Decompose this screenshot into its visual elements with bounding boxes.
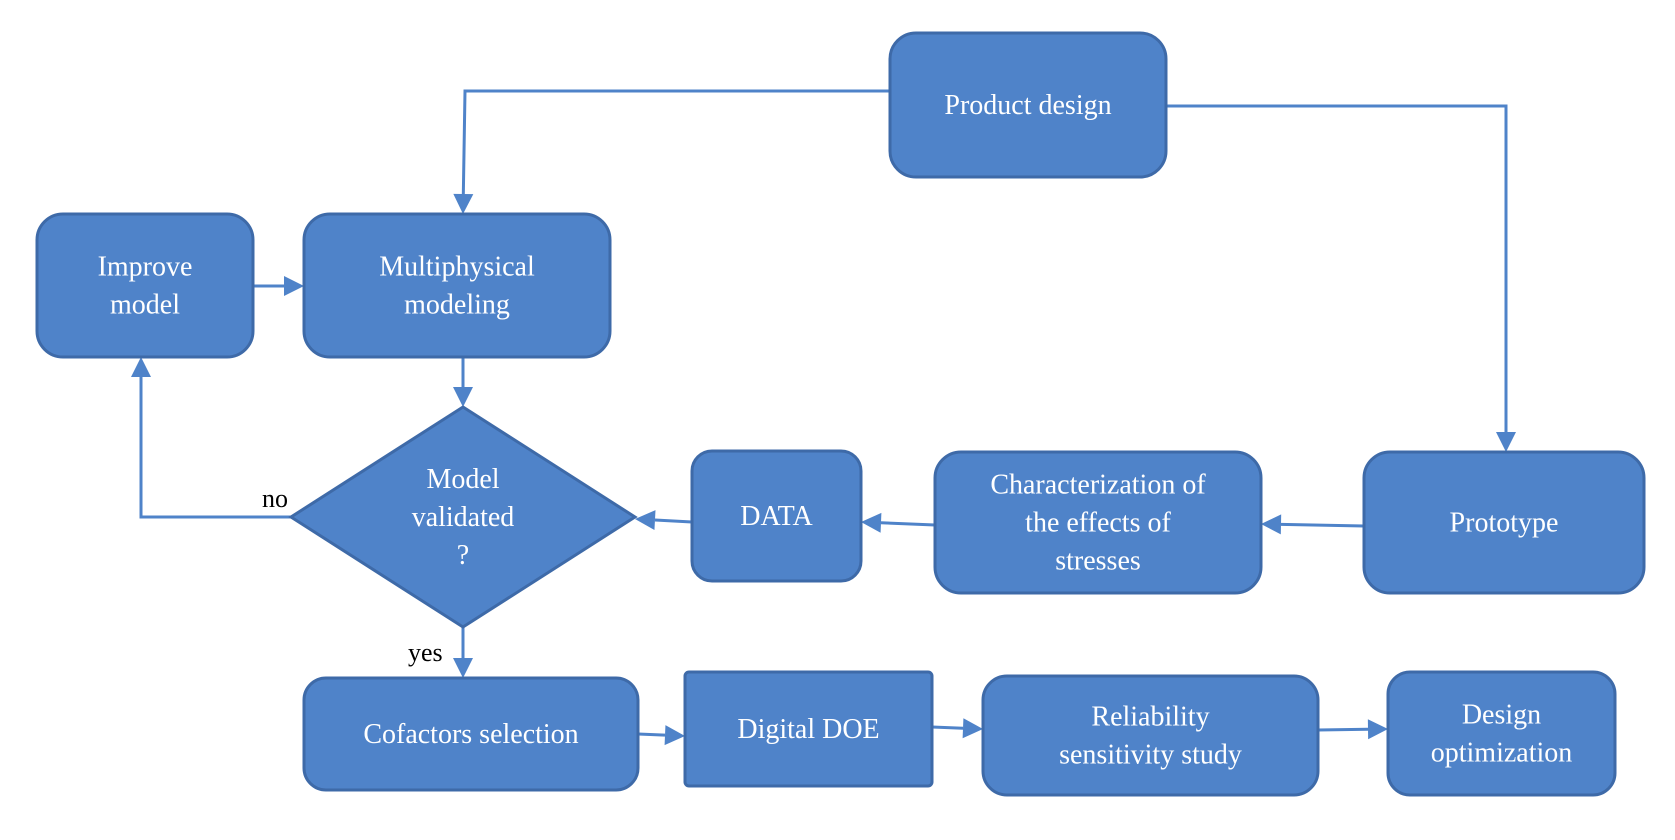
arrow-head-icon (664, 725, 685, 746)
arrow-head-icon (1367, 719, 1388, 740)
edge-multiphysical-modeling-to-model-validated (453, 357, 473, 407)
edge-digital-doe-to-reliability-sensitivity (931, 718, 983, 739)
node-label: optimization (1431, 738, 1573, 769)
process-box (1386, 670, 1617, 797)
edge-model-validated-to-improve-model (131, 357, 291, 519)
connector-line (139, 377, 291, 519)
node-label: model (110, 290, 180, 321)
node-label: ? (457, 540, 469, 571)
arrow-head-icon (453, 387, 473, 407)
arrow-head-icon (453, 658, 473, 678)
edge-model-validated-to-cofactors-selection (453, 627, 473, 678)
process-box (933, 450, 1263, 595)
arrow-head-icon (861, 512, 882, 533)
edge-label-yes: yes (408, 638, 443, 667)
node-label: DATA (740, 501, 813, 532)
node-prototype: Prototype (1362, 450, 1646, 595)
arrow-head-icon (1261, 514, 1282, 535)
node-label: Model (426, 464, 499, 495)
edge-reliability-sensitivity-to-design-optimization (1317, 719, 1388, 740)
node-label: sensitivity study (1059, 740, 1242, 771)
process-box (690, 449, 863, 583)
node-label: stresses (1055, 546, 1141, 577)
process-box (302, 676, 640, 792)
edge-product-design-to-multiphysical-modeling (453, 89, 890, 214)
process-box (683, 670, 934, 788)
node-label: Product design (944, 90, 1111, 121)
node-label: Design (1462, 700, 1541, 731)
node-design-optimization: Design optimization (1386, 670, 1617, 797)
node-label: Prototype (1450, 508, 1559, 539)
process-box (1362, 450, 1646, 595)
arrow-head-icon (962, 718, 983, 739)
node-label: validated (412, 502, 515, 533)
connector-line (1166, 104, 1508, 432)
edges-layer (131, 89, 1516, 746)
node-digital-doe: Digital DOE (683, 670, 934, 788)
connector-line (1317, 727, 1369, 732)
edge-labels-layer: no yes (262, 484, 443, 667)
node-label: Characterization of (990, 470, 1206, 501)
decision-diamond (288, 405, 638, 629)
edge-prototype-to-characterization (1261, 514, 1365, 535)
edge-cofactors-selection-to-digital-doe (637, 725, 685, 746)
node-reliability-sensitivity: Reliability sensitivity study (981, 674, 1320, 797)
node-label: Digital DOE (737, 714, 879, 745)
arrow-head-icon (453, 193, 474, 214)
edge-characterization-to-data (861, 512, 936, 533)
connector-line (1280, 522, 1365, 528)
node-label: Multiphysical (379, 252, 535, 283)
node-label: Reliability (1091, 702, 1209, 733)
arrow-head-icon (1496, 432, 1516, 452)
process-box (302, 212, 612, 359)
edge-data-to-model-validated (635, 510, 693, 531)
arrow-head-icon (284, 276, 304, 296)
edge-product-design-to-prototype (1166, 104, 1516, 452)
edge-improve-model-to-multiphysical-modeling (253, 276, 304, 296)
node-multiphysical-modeling: Multiphysical modeling (302, 212, 612, 359)
node-label: the effects of (1025, 508, 1171, 539)
node-improve-model: Improve model (35, 212, 255, 359)
connector-line (461, 89, 890, 195)
arrow-head-icon (131, 357, 151, 377)
connector-line (637, 732, 666, 737)
node-cofactors-selection: Cofactors selection (302, 676, 640, 792)
connector-line (880, 521, 936, 527)
node-label: Improve (98, 252, 193, 283)
edge-label-no: no (262, 484, 288, 513)
connector-line (931, 725, 964, 730)
connector-line (654, 518, 693, 524)
arrow-head-icon (635, 510, 656, 531)
process-box (981, 674, 1320, 797)
node-characterization: Characterization of the effects of stresse… (933, 450, 1263, 595)
process-box (35, 212, 255, 359)
node-label: modeling (404, 290, 510, 321)
node-model-validated: Model validated? (288, 405, 638, 629)
node-label: Cofactors selection (363, 719, 578, 750)
node-product-design: Product design (888, 31, 1168, 179)
node-data: DATA (690, 449, 863, 583)
process-box (888, 31, 1168, 179)
